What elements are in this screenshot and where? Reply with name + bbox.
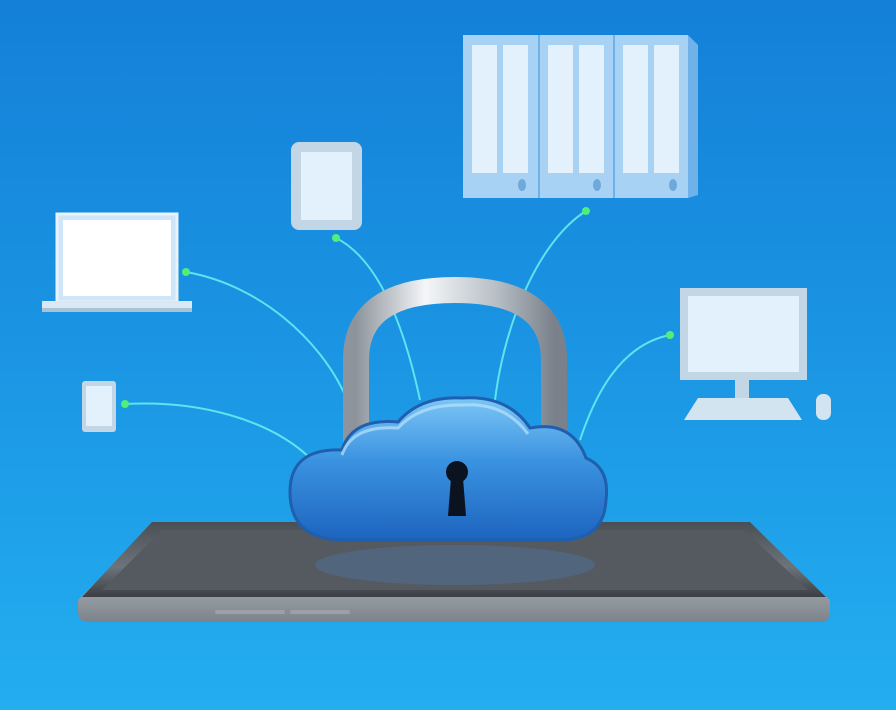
keyhole-icon [446,461,468,516]
connector-server [494,210,587,401]
tablet-icon [291,142,362,230]
dot-monitor [666,331,674,339]
connector-phone [124,402,311,459]
desktop-monitor-icon [680,288,807,420]
connector-monitor [579,334,671,441]
phone-icon [82,381,116,432]
padlock-icon [343,276,567,450]
connector-dots [121,207,674,408]
connector-lines [124,210,671,459]
dot-server [582,207,590,215]
connector-laptop [185,271,346,396]
dot-phone [121,400,129,408]
laptop-icon [42,212,192,312]
server-rack-icon [463,35,698,198]
mouse-icon [816,394,831,420]
dot-laptop [182,268,190,276]
smartphone-icon [78,522,830,622]
dot-tablet [332,234,340,242]
